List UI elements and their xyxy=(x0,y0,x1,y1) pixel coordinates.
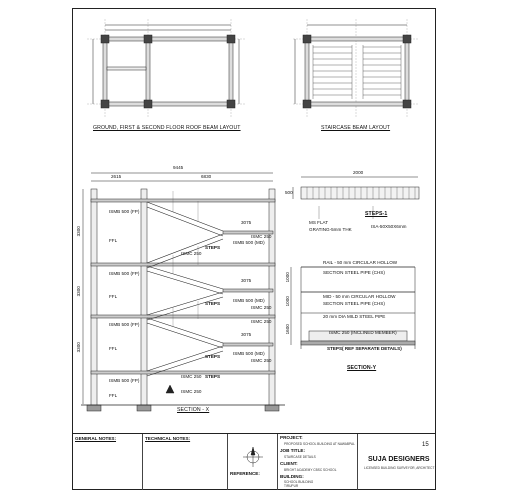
grating-label: GRATING-5mm THK xyxy=(309,227,352,232)
rail-label: RAIL - 50 mm CIRCULAR HOLLOW xyxy=(323,260,398,265)
building-value-2: TIRUPUR xyxy=(284,484,299,488)
drawing-sheet: GROUND, FIRST & SECOND FLOOR ROOF BEAM L… xyxy=(72,8,436,490)
beam-label: ISMB 500 (FP) xyxy=(109,271,140,276)
steps-1-detail xyxy=(292,176,420,219)
steps-title: STEPS-1 xyxy=(365,211,388,217)
general-notes-cell: GENERAL NOTES: xyxy=(73,434,143,490)
floor-layout-title: GROUND, FIRST & SECOND FLOOR ROOF BEAM L… xyxy=(93,125,241,131)
client-label: CLIENT: xyxy=(280,461,298,466)
floor-level: FFL xyxy=(109,294,118,299)
section-y-title: SECTION-Y xyxy=(347,365,377,371)
company-name: SUJA DESIGNERS xyxy=(368,456,430,463)
project-value: PROPOSED SCHOOL BUILDING AT NAWABPAL xyxy=(284,442,355,446)
company-cell: 15 SUJA DESIGNERS LICENSED BUILDING SURV… xyxy=(358,434,435,490)
company-subtitle: LICENSED BUILDING SURVEYOR, ARCHITECT xyxy=(364,466,435,470)
general-notes-heading: GENERAL NOTES: xyxy=(75,436,117,441)
north-arrow-icon xyxy=(243,446,263,467)
steps-label: STEPS xyxy=(205,374,221,379)
ismc-label: ISMC 250 (INCLINED MEMBER) xyxy=(329,330,397,335)
tread-dim: 3075 xyxy=(241,278,252,283)
project-label: PROJECT: xyxy=(280,435,303,440)
stair-layout-title: STAIRCASE BEAM LAYOUT xyxy=(321,125,391,131)
isa-label: ISA-50X50X6mm xyxy=(371,224,407,229)
building-value: SCHOOL BUILDING xyxy=(284,480,314,484)
dim-left: 2615 xyxy=(111,174,122,179)
client-value: BRIGHT ACADEMY CBSC SCHOOL xyxy=(284,468,337,472)
mid-label-2: SECTION STEEL PIPE (CHS) xyxy=(323,301,385,306)
project-info-cell: PROJECT: PROPOSED SCHOOL BUILDING AT NAW… xyxy=(278,434,358,490)
steps-width-dim: 2000 xyxy=(353,170,364,175)
mc-label: ISMC 250 xyxy=(251,234,272,239)
steps-label: STEPS xyxy=(205,354,221,359)
floor-beam-layout xyxy=(87,19,245,117)
md-label: ISMB 500 (MD) xyxy=(233,240,265,245)
mid-label: MID - 50 mm CIRCULAR HOLLOW xyxy=(323,294,396,299)
section-x xyxy=(81,172,285,412)
mc-label: ISMC 250 xyxy=(181,251,202,256)
md-label: ISMB 500 (MD) xyxy=(233,351,265,356)
section-x-title: SECTION - X xyxy=(177,407,210,413)
overall-dim: 9445 xyxy=(173,165,184,170)
section-y-dim: 1600 xyxy=(284,324,290,335)
tread-dim: 3075 xyxy=(241,332,252,337)
side-dim-3: 3300 xyxy=(75,342,81,353)
mc-label: ISMC 250 xyxy=(251,319,272,324)
mc-label: ISMC 250 xyxy=(251,305,272,310)
section-y xyxy=(290,266,416,349)
floor-level: FFL xyxy=(109,346,118,351)
job-title-value: STAIRCASE DETAILS xyxy=(284,455,316,459)
floor-level: FFL xyxy=(109,393,118,398)
beam-label: ISMB 500 (FP) xyxy=(109,209,140,214)
reference-heading: REFERENCE: xyxy=(230,471,260,476)
section-y-dim: 1000 xyxy=(284,272,290,283)
beam-label: ISMB 500 (FP) xyxy=(109,378,140,383)
steps-label: STEPS xyxy=(205,301,221,306)
ms-flat-label: MS FLAT xyxy=(309,220,329,225)
job-title-label: JOB TITLE: xyxy=(280,448,306,453)
technical-notes-heading: TECHNICAL NOTES: xyxy=(145,436,191,441)
building-label: BUILDING: xyxy=(280,474,304,479)
steps-label: STEPS xyxy=(205,245,221,250)
floor-level: FFL xyxy=(109,238,118,243)
mc-label: ISMC 250 xyxy=(181,389,202,394)
staircase-beam-layout xyxy=(293,19,419,117)
mc-label: ISMC 250 xyxy=(181,374,202,379)
tread-dim: 3075 xyxy=(241,220,252,225)
dim-right: 6830 xyxy=(201,174,212,179)
technical-notes-cell: TECHNICAL NOTES: xyxy=(143,434,228,490)
side-dim-1: 3300 xyxy=(75,226,81,237)
md-label: ISMB 500 (MD) xyxy=(233,298,265,303)
side-dim-2: 3300 xyxy=(75,286,81,297)
steps-side-dim: 500 xyxy=(285,190,293,195)
title-block: GENERAL NOTES: TECHNICAL NOTES: REFERENC… xyxy=(73,433,435,490)
rail-label-2: SECTION STEEL PIPE (CHS) xyxy=(323,270,385,275)
reference-cell: REFERENCE: xyxy=(228,434,278,490)
section-y-dim: 1000 xyxy=(284,296,290,307)
steps-ref-label: STEPS( REF SEPARATE DETAILS) xyxy=(327,346,402,351)
drawing-lines xyxy=(81,19,420,467)
beam-label: ISMB 500 (FP) xyxy=(109,322,140,327)
mc-label: ISMC 250 xyxy=(251,358,272,363)
sheet-number: 15 xyxy=(422,442,429,448)
ms-pipe-label: 20 mm DIA MILD STEEL PIPE xyxy=(323,314,386,319)
